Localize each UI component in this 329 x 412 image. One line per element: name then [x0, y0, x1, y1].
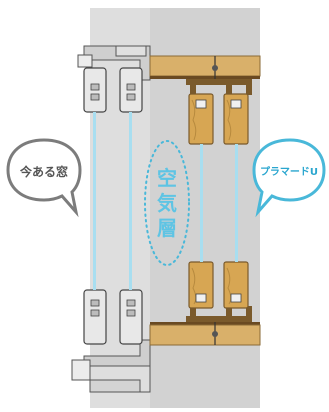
inner-window-top-board [149, 55, 261, 80]
inner-window-top-rail [186, 79, 252, 95]
inner-window-bottom-board [149, 318, 261, 346]
existing-window-glass [93, 112, 132, 290]
inner-window-sash-bottom-right [223, 261, 249, 309]
inner-window-label: プラマードU [260, 165, 318, 178]
air-layer-char-3: 層 [157, 216, 177, 240]
inner-window-sash-bottom-left [188, 261, 214, 309]
air-layer-char-1: 空 [157, 166, 177, 190]
existing-window-sash-bottom-left [83, 289, 107, 345]
inner-window-glass [200, 144, 238, 262]
existing-window-sash-bottom-right [119, 289, 143, 345]
inner-window-sash-top-right [223, 93, 249, 145]
existing-window-sash-top-right [119, 67, 143, 113]
inner-window-sash-top-left [188, 93, 214, 145]
inner-window-callout: プラマードU [252, 138, 326, 218]
existing-window-sash-top-left [83, 67, 107, 113]
air-layer-char-2: 気 [157, 191, 177, 215]
existing-window-label: 今ある窓 [19, 164, 68, 179]
air-layer-dotted-ellipse [144, 140, 190, 266]
existing-window-callout: 今ある窓 [6, 138, 82, 218]
inner-window-bottom-rail [186, 306, 252, 322]
